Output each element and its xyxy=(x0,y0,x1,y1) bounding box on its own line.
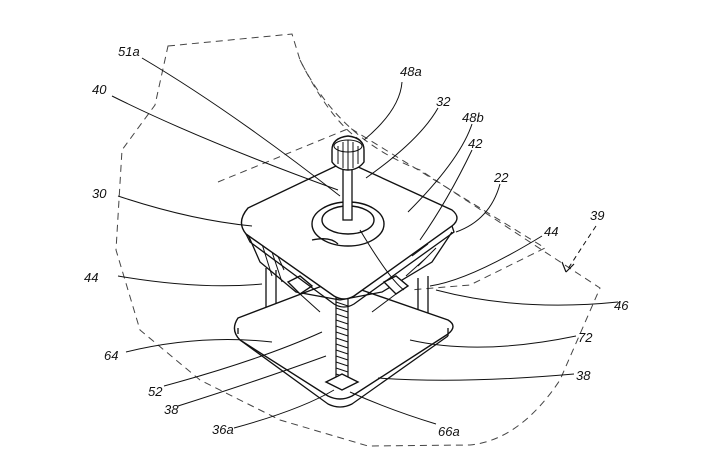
label-32: 32 xyxy=(436,94,451,109)
reference-labels: 51a 48a 40 32 48b 42 30 22 39 44 44 46 6… xyxy=(84,44,629,439)
label-44-left: 44 xyxy=(84,270,98,285)
label-30: 30 xyxy=(92,186,107,201)
label-36a: 36a xyxy=(212,422,234,437)
label-38-left: 38 xyxy=(164,402,179,417)
handle-knob xyxy=(331,135,365,171)
handle-shaft xyxy=(342,167,353,221)
label-38-right: 38 xyxy=(576,368,591,383)
label-46: 46 xyxy=(614,298,629,313)
label-22: 22 xyxy=(493,170,509,185)
label-48a: 48a xyxy=(400,64,422,79)
threaded-rod xyxy=(324,297,360,391)
truss-structure xyxy=(245,229,453,313)
label-44-right: 44 xyxy=(544,224,558,239)
label-40: 40 xyxy=(92,82,107,97)
label-52: 52 xyxy=(148,384,163,399)
label-39: 39 xyxy=(590,208,604,223)
label-48b: 48b xyxy=(462,110,484,125)
label-66a: 66a xyxy=(438,424,460,439)
leader-lines xyxy=(111,57,619,429)
dashed-panel-outline xyxy=(115,33,601,447)
label-42: 42 xyxy=(468,136,483,151)
label-72: 72 xyxy=(578,330,593,345)
label-64: 64 xyxy=(104,348,118,363)
label-51a: 51a xyxy=(118,44,140,59)
